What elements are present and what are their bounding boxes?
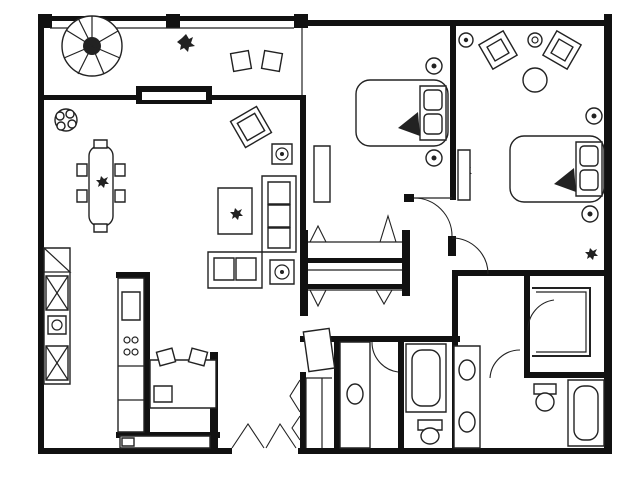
lamp-icon bbox=[459, 33, 602, 222]
walk-in-closet bbox=[532, 288, 590, 356]
plant-icon bbox=[177, 34, 195, 52]
toilet-icon bbox=[418, 420, 442, 444]
bathroom-1 bbox=[340, 342, 480, 448]
plant-icon bbox=[585, 248, 598, 260]
sink-icon bbox=[347, 384, 363, 404]
kitchen bbox=[44, 248, 216, 448]
bedroom-2 bbox=[459, 31, 604, 260]
balcony bbox=[50, 16, 302, 95]
armchair-icon bbox=[479, 31, 581, 69]
door-swing-icon bbox=[452, 238, 488, 274]
plant-icon bbox=[55, 109, 77, 131]
lamp-icon bbox=[270, 260, 294, 284]
bed-icon bbox=[510, 136, 604, 202]
armchair-icon bbox=[231, 107, 272, 148]
toilet-icon bbox=[534, 384, 556, 411]
sofa-icon bbox=[262, 176, 296, 252]
sofa-icon bbox=[208, 252, 262, 288]
bed-icon bbox=[356, 80, 448, 146]
walls bbox=[38, 14, 612, 454]
table-icon bbox=[218, 188, 252, 234]
bathroom-2 bbox=[534, 380, 604, 446]
living-dining bbox=[55, 107, 296, 288]
door-swing-icon bbox=[290, 380, 300, 440]
bathtub-icon bbox=[406, 344, 446, 412]
table-icon bbox=[77, 140, 125, 232]
bedroom-1 bbox=[356, 58, 472, 200]
hallway bbox=[308, 146, 554, 378]
entry bbox=[232, 328, 335, 448]
sink-icon bbox=[459, 360, 475, 432]
spiral-staircase-icon bbox=[62, 16, 122, 76]
door-swing-icon bbox=[414, 198, 452, 236]
lamp-icon bbox=[426, 58, 442, 166]
armchair-icon bbox=[231, 51, 283, 72]
lamp-icon bbox=[272, 144, 292, 164]
bathtub-icon bbox=[568, 380, 604, 446]
